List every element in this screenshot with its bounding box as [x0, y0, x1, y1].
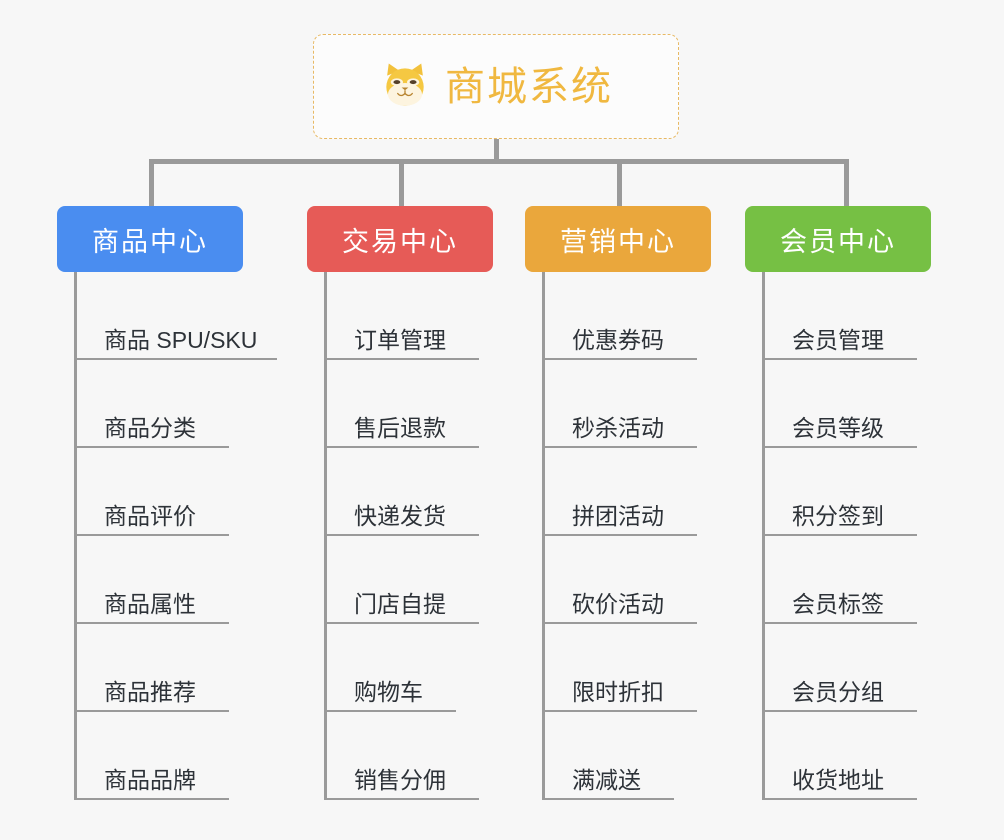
- leaf-item[interactable]: 商品属性: [74, 536, 229, 624]
- leaf-item[interactable]: 收货地址: [762, 712, 917, 800]
- leaf-item[interactable]: 商品分类: [74, 360, 229, 448]
- leaf-item-label: 秒杀活动: [572, 414, 664, 441]
- leaf-item[interactable]: 订单管理: [324, 272, 479, 360]
- column-trunk-line: [542, 272, 545, 800]
- leaf-item-label: 商品品牌: [104, 766, 196, 793]
- root-title: 商城系统: [445, 64, 613, 109]
- leaf-item[interactable]: 商品 SPU/SKU: [74, 272, 277, 360]
- leaf-item-label: 购物车: [354, 678, 423, 705]
- leaf-item-label: 限时折扣: [572, 678, 664, 705]
- leaf-item[interactable]: 售后退款: [324, 360, 479, 448]
- category-header-商品中心[interactable]: 商品中心: [57, 206, 243, 272]
- root-stem-line: [494, 139, 499, 163]
- leaf-item[interactable]: 快递发货: [324, 448, 479, 536]
- branch-drop-line-3: [617, 159, 622, 207]
- category-header-会员中心[interactable]: 会员中心: [745, 206, 931, 272]
- leaf-item-label: 积分签到: [792, 502, 884, 529]
- leaf-item-label: 商品属性: [104, 590, 196, 617]
- column-trunk-line: [74, 272, 77, 800]
- leaf-item[interactable]: 积分签到: [762, 448, 917, 536]
- leaf-item-label: 售后退款: [354, 414, 446, 441]
- category-header-label: 交易中心: [342, 226, 458, 257]
- leaf-item-label: 商品分类: [104, 414, 196, 441]
- leaf-item-label: 订单管理: [354, 326, 446, 353]
- leaf-item[interactable]: 会员分组: [762, 624, 917, 712]
- leaf-item-label: 砍价活动: [572, 590, 664, 617]
- leaf-item-label: 拼团活动: [572, 502, 664, 529]
- leaf-item-label: 门店自提: [354, 590, 446, 617]
- category-header-label: 营销中心: [560, 226, 676, 257]
- leaf-item[interactable]: 限时折扣: [542, 624, 697, 712]
- leaf-item[interactable]: 砍价活动: [542, 536, 697, 624]
- leaf-item[interactable]: 门店自提: [324, 536, 479, 624]
- leaf-item[interactable]: 秒杀活动: [542, 360, 697, 448]
- leaf-item-label: 商品 SPU/SKU: [104, 326, 258, 353]
- leaf-item[interactable]: 拼团活动: [542, 448, 697, 536]
- leaf-item-label: 满减送: [572, 766, 641, 793]
- leaf-item-label: 快递发货: [354, 502, 446, 529]
- branch-drop-line-1: [149, 159, 154, 207]
- category-header-label: 会员中心: [780, 226, 896, 257]
- leaf-item-label: 商品评价: [104, 502, 196, 529]
- leaf-item[interactable]: 优惠券码: [542, 272, 697, 360]
- branch-drop-line-4: [844, 159, 849, 207]
- leaf-item-label: 会员等级: [792, 414, 884, 441]
- leaf-item-label: 优惠券码: [572, 326, 664, 353]
- category-header-label: 商品中心: [92, 226, 208, 257]
- leaf-item-label: 收货地址: [792, 766, 884, 793]
- leaf-item[interactable]: 销售分佣: [324, 712, 479, 800]
- leaf-item[interactable]: 会员标签: [762, 536, 917, 624]
- branch-bus-line: [149, 159, 849, 164]
- leaf-item-label: 商品推荐: [104, 678, 196, 705]
- leaf-item-label: 销售分佣: [354, 766, 446, 793]
- root-node[interactable]: 商城系统: [313, 34, 679, 139]
- leaf-item-label: 会员标签: [792, 590, 884, 617]
- column-trunk-line: [762, 272, 765, 800]
- leaf-item[interactable]: 满减送: [542, 712, 674, 800]
- leaf-item-label: 会员管理: [792, 326, 884, 353]
- leaf-item[interactable]: 商品品牌: [74, 712, 229, 800]
- leaf-item-label: 会员分组: [792, 678, 884, 705]
- branch-drop-line-2: [399, 159, 404, 207]
- column-trunk-line: [324, 272, 327, 800]
- shiba-dog-emoji: [379, 61, 431, 113]
- leaf-item[interactable]: 商品推荐: [74, 624, 229, 712]
- leaf-item[interactable]: 商品评价: [74, 448, 229, 536]
- leaf-item[interactable]: 会员等级: [762, 360, 917, 448]
- leaf-item[interactable]: 会员管理: [762, 272, 917, 360]
- category-header-交易中心[interactable]: 交易中心: [307, 206, 493, 272]
- leaf-item[interactable]: 购物车: [324, 624, 456, 712]
- category-header-营销中心[interactable]: 营销中心: [525, 206, 711, 272]
